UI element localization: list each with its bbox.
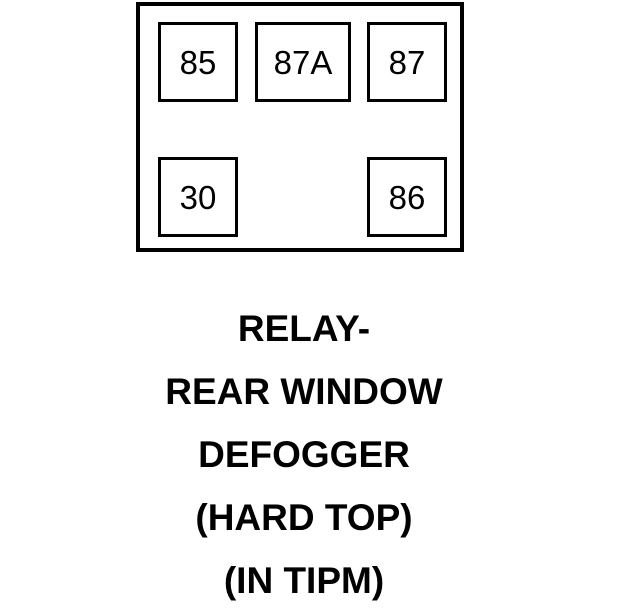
pin-terminal-85: 85 xyxy=(158,22,238,102)
pin-terminal-87a: 87A xyxy=(255,22,351,102)
pin-terminal-86: 86 xyxy=(367,157,447,237)
pin-terminal-30: 30 xyxy=(158,157,238,237)
relay-body-outline: 85 87A 87 30 86 xyxy=(136,2,464,252)
pin-terminal-87: 87 xyxy=(367,22,447,102)
caption-line-2: REAR WINDOW xyxy=(165,371,443,412)
relay-caption: RELAY- REAR WINDOW DEFOGGER (HARD TOP) (… xyxy=(0,297,608,612)
pin-label-85: 85 xyxy=(179,43,217,81)
caption-line-4: (HARD TOP) xyxy=(195,497,413,538)
pin-label-87: 87 xyxy=(388,43,426,81)
caption-line-3: DEFOGGER xyxy=(198,434,410,475)
caption-line-1: RELAY- xyxy=(237,308,371,349)
pin-label-30: 30 xyxy=(179,178,217,216)
pin-label-87a: 87A xyxy=(273,43,333,81)
pin-label-86: 86 xyxy=(388,178,426,216)
caption-line-5: (IN TIPM) xyxy=(223,560,385,601)
